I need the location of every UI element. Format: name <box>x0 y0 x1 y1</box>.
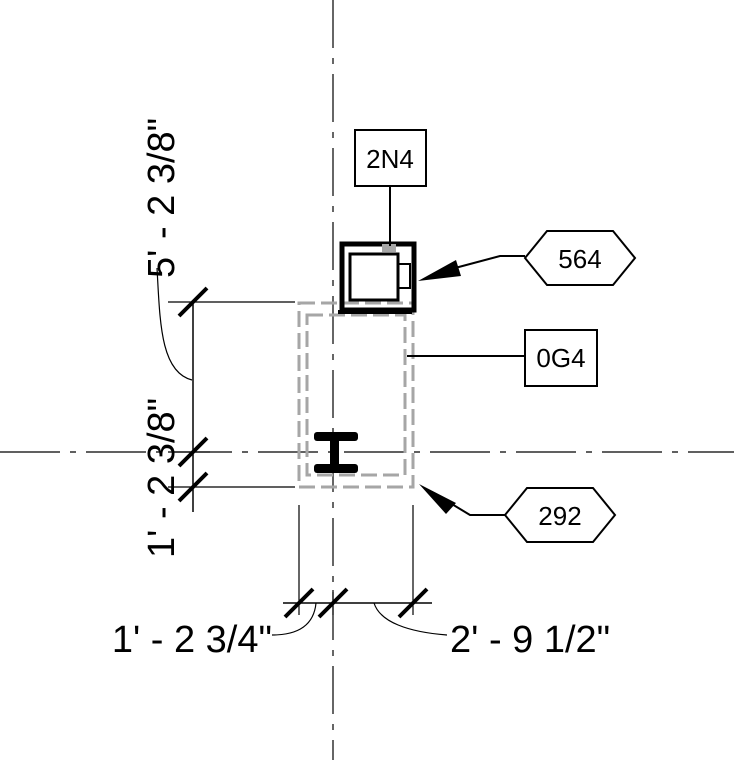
horizontal-dimension-string <box>271 505 448 636</box>
tag-2n4-label: 2N4 <box>366 144 414 174</box>
tag-292-label: 292 <box>538 501 581 531</box>
i-beam-top-flange <box>314 432 358 441</box>
tag-0g4-box <box>524 329 598 387</box>
tag-2n4[interactable]: 2N4 <box>354 129 427 187</box>
leaders <box>389 186 525 516</box>
tube-plate <box>397 263 411 289</box>
arrowhead-564 <box>418 260 461 281</box>
i-beam-web <box>330 438 339 470</box>
tick-top <box>177 286 209 318</box>
tube-column-section <box>338 241 417 314</box>
tag-2n4-box <box>354 129 427 187</box>
tag-564-hexagon <box>523 230 637 286</box>
dim-leader-right <box>373 602 448 636</box>
dim-vertical-lower: 1' - 2 3/8" <box>141 398 183 558</box>
tag-292[interactable]: 292 <box>503 487 617 543</box>
tag-0g4[interactable]: 0G4 <box>524 329 598 387</box>
i-beam-section <box>314 432 358 473</box>
tube-inner-wall <box>348 252 400 302</box>
tag-0g4-label: 0G4 <box>536 343 585 373</box>
dim-horizontal-right: 2' - 9 1/2" <box>450 619 610 661</box>
vertical-dimension-string <box>156 267 295 512</box>
hidden-outline-inner <box>305 313 407 477</box>
i-beam-bottom-flange <box>314 464 358 473</box>
tick-right <box>397 587 429 619</box>
dim-vertical-upper: 5' - 2 3/8" <box>141 118 183 278</box>
hidden-column-outline <box>297 301 415 489</box>
leader-arrows <box>418 260 461 514</box>
tick-bottom <box>177 471 209 503</box>
tick-left <box>283 587 315 619</box>
tag-564[interactable]: 564 <box>523 230 637 286</box>
tick-mid <box>177 436 209 468</box>
dim-horizontal-left: 1' - 2 3/4" <box>112 619 272 661</box>
tag-564-label: 564 <box>558 244 601 274</box>
tag-292-hexagon <box>503 487 617 543</box>
tube-cap-grey <box>382 244 396 252</box>
leader-564 <box>454 255 525 269</box>
arrowhead-292 <box>419 484 456 514</box>
tick-center <box>317 587 349 619</box>
dim-leader-upper <box>156 267 193 381</box>
dim-leader-left <box>271 602 317 636</box>
hidden-outline-outer <box>297 301 415 489</box>
